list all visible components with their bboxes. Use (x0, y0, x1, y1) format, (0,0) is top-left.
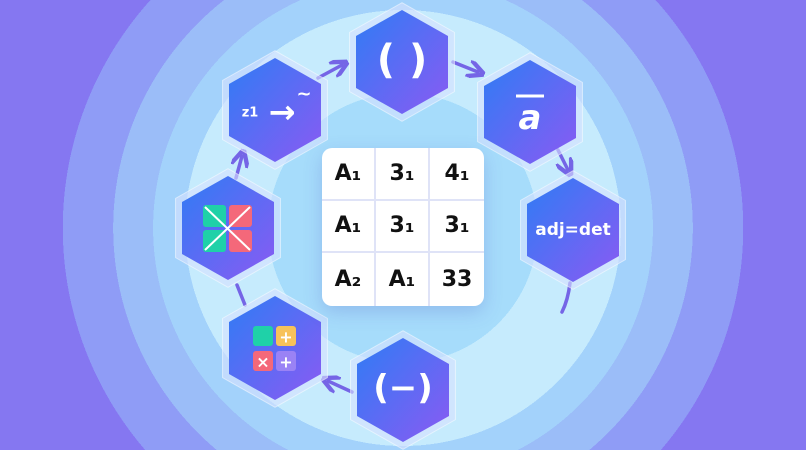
node-conjugate: a (477, 52, 583, 172)
matrix-cell: 3₁ (376, 148, 430, 201)
a-symbol: a (519, 98, 542, 138)
arrow-icon (328, 381, 354, 394)
matrix-cell: A₁ (376, 253, 430, 306)
cross-icon (204, 206, 251, 251)
tilde-symbol: ~ (296, 84, 311, 105)
node-adjugate: adj=det (520, 170, 626, 290)
plus-icon: + (279, 353, 292, 372)
coral-square (253, 351, 273, 371)
matrix-cell: 3₁ (376, 200, 430, 254)
matrix-cell: A₂ (322, 253, 376, 306)
node-transform: z1 →~ (222, 50, 328, 170)
matrix-cell: 4₁ (430, 148, 484, 201)
yellow-square (276, 326, 296, 346)
node-parentheses: ( ) (349, 2, 455, 122)
matrix-cell: 33 (441, 267, 473, 293)
adj-det-label: adj=det (535, 220, 611, 240)
node-operations: + × + (222, 288, 328, 408)
matrix-cell: A₁ (322, 148, 376, 201)
negation-symbol: (−) (373, 368, 433, 408)
matrix-cell: 3₁ (430, 201, 484, 254)
arrow-icon (451, 62, 478, 72)
times-icon: × (256, 353, 269, 372)
arrow-symbol: → (269, 93, 296, 131)
plus-icon: + (279, 328, 292, 347)
z1-label: z1 (242, 106, 259, 121)
node-negation: (−) (350, 330, 456, 450)
lavender-square (276, 351, 296, 371)
arrow-icon (235, 283, 247, 307)
teal-square (253, 326, 273, 346)
parentheses-symbol: ( ) (377, 37, 428, 83)
arrow-icon (316, 65, 342, 80)
node-quadrant (175, 168, 281, 288)
matrix-cell: A₁ (322, 200, 376, 254)
